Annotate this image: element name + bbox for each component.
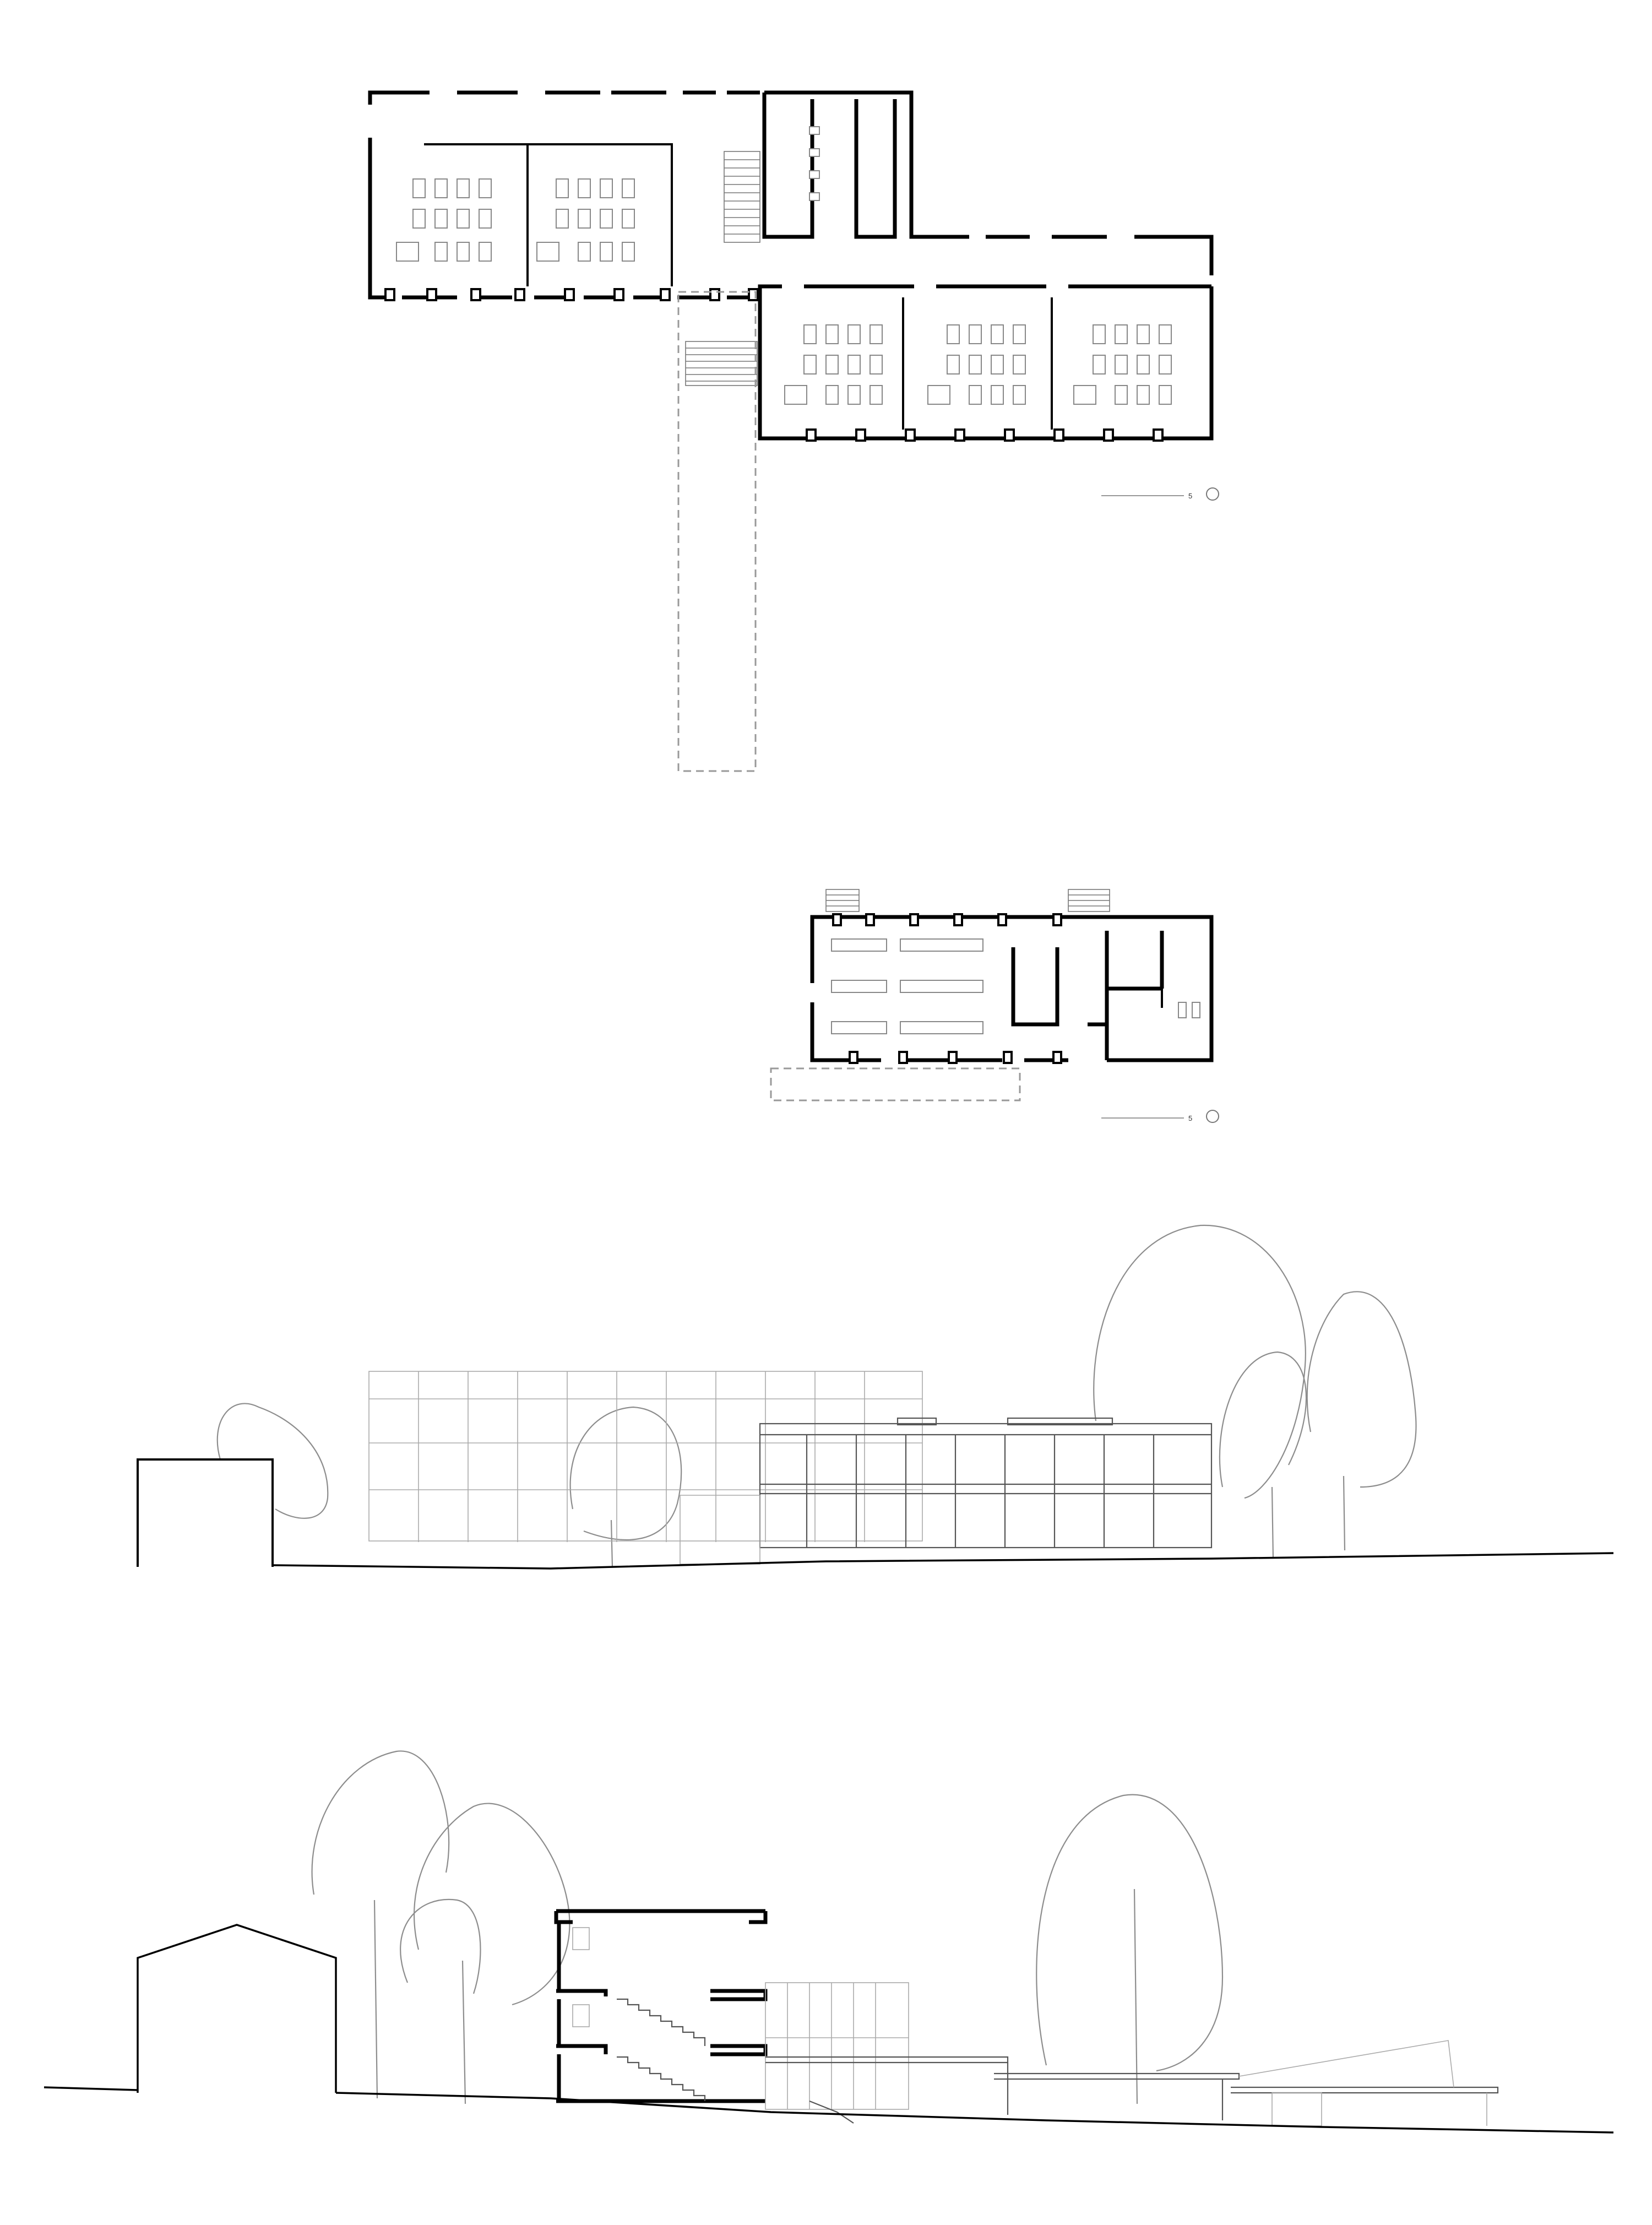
desks-classroom-3: [784, 324, 883, 405]
stair-upper: [724, 151, 760, 243]
lower-plan-scale-label: 5: [1188, 1114, 1192, 1122]
desks-classroom-5: [1073, 324, 1172, 405]
stair-lower: [685, 341, 758, 386]
lower-floor-plan: 5: [770, 889, 1219, 1123]
upper-plan-scale-label: 5: [1188, 492, 1192, 500]
desks-classroom-2: [536, 178, 635, 262]
north-arrow-icon: [1206, 487, 1219, 501]
section: [44, 1750, 1614, 2134]
desks-classroom-1: [396, 178, 492, 262]
upper-floor-plan: 5: [368, 90, 1219, 772]
north-arrow-icon-lower: [1206, 1110, 1219, 1123]
desks-classroom-4: [927, 324, 1026, 405]
elevation: [137, 1224, 1614, 1570]
desks-lower: [831, 938, 983, 1034]
